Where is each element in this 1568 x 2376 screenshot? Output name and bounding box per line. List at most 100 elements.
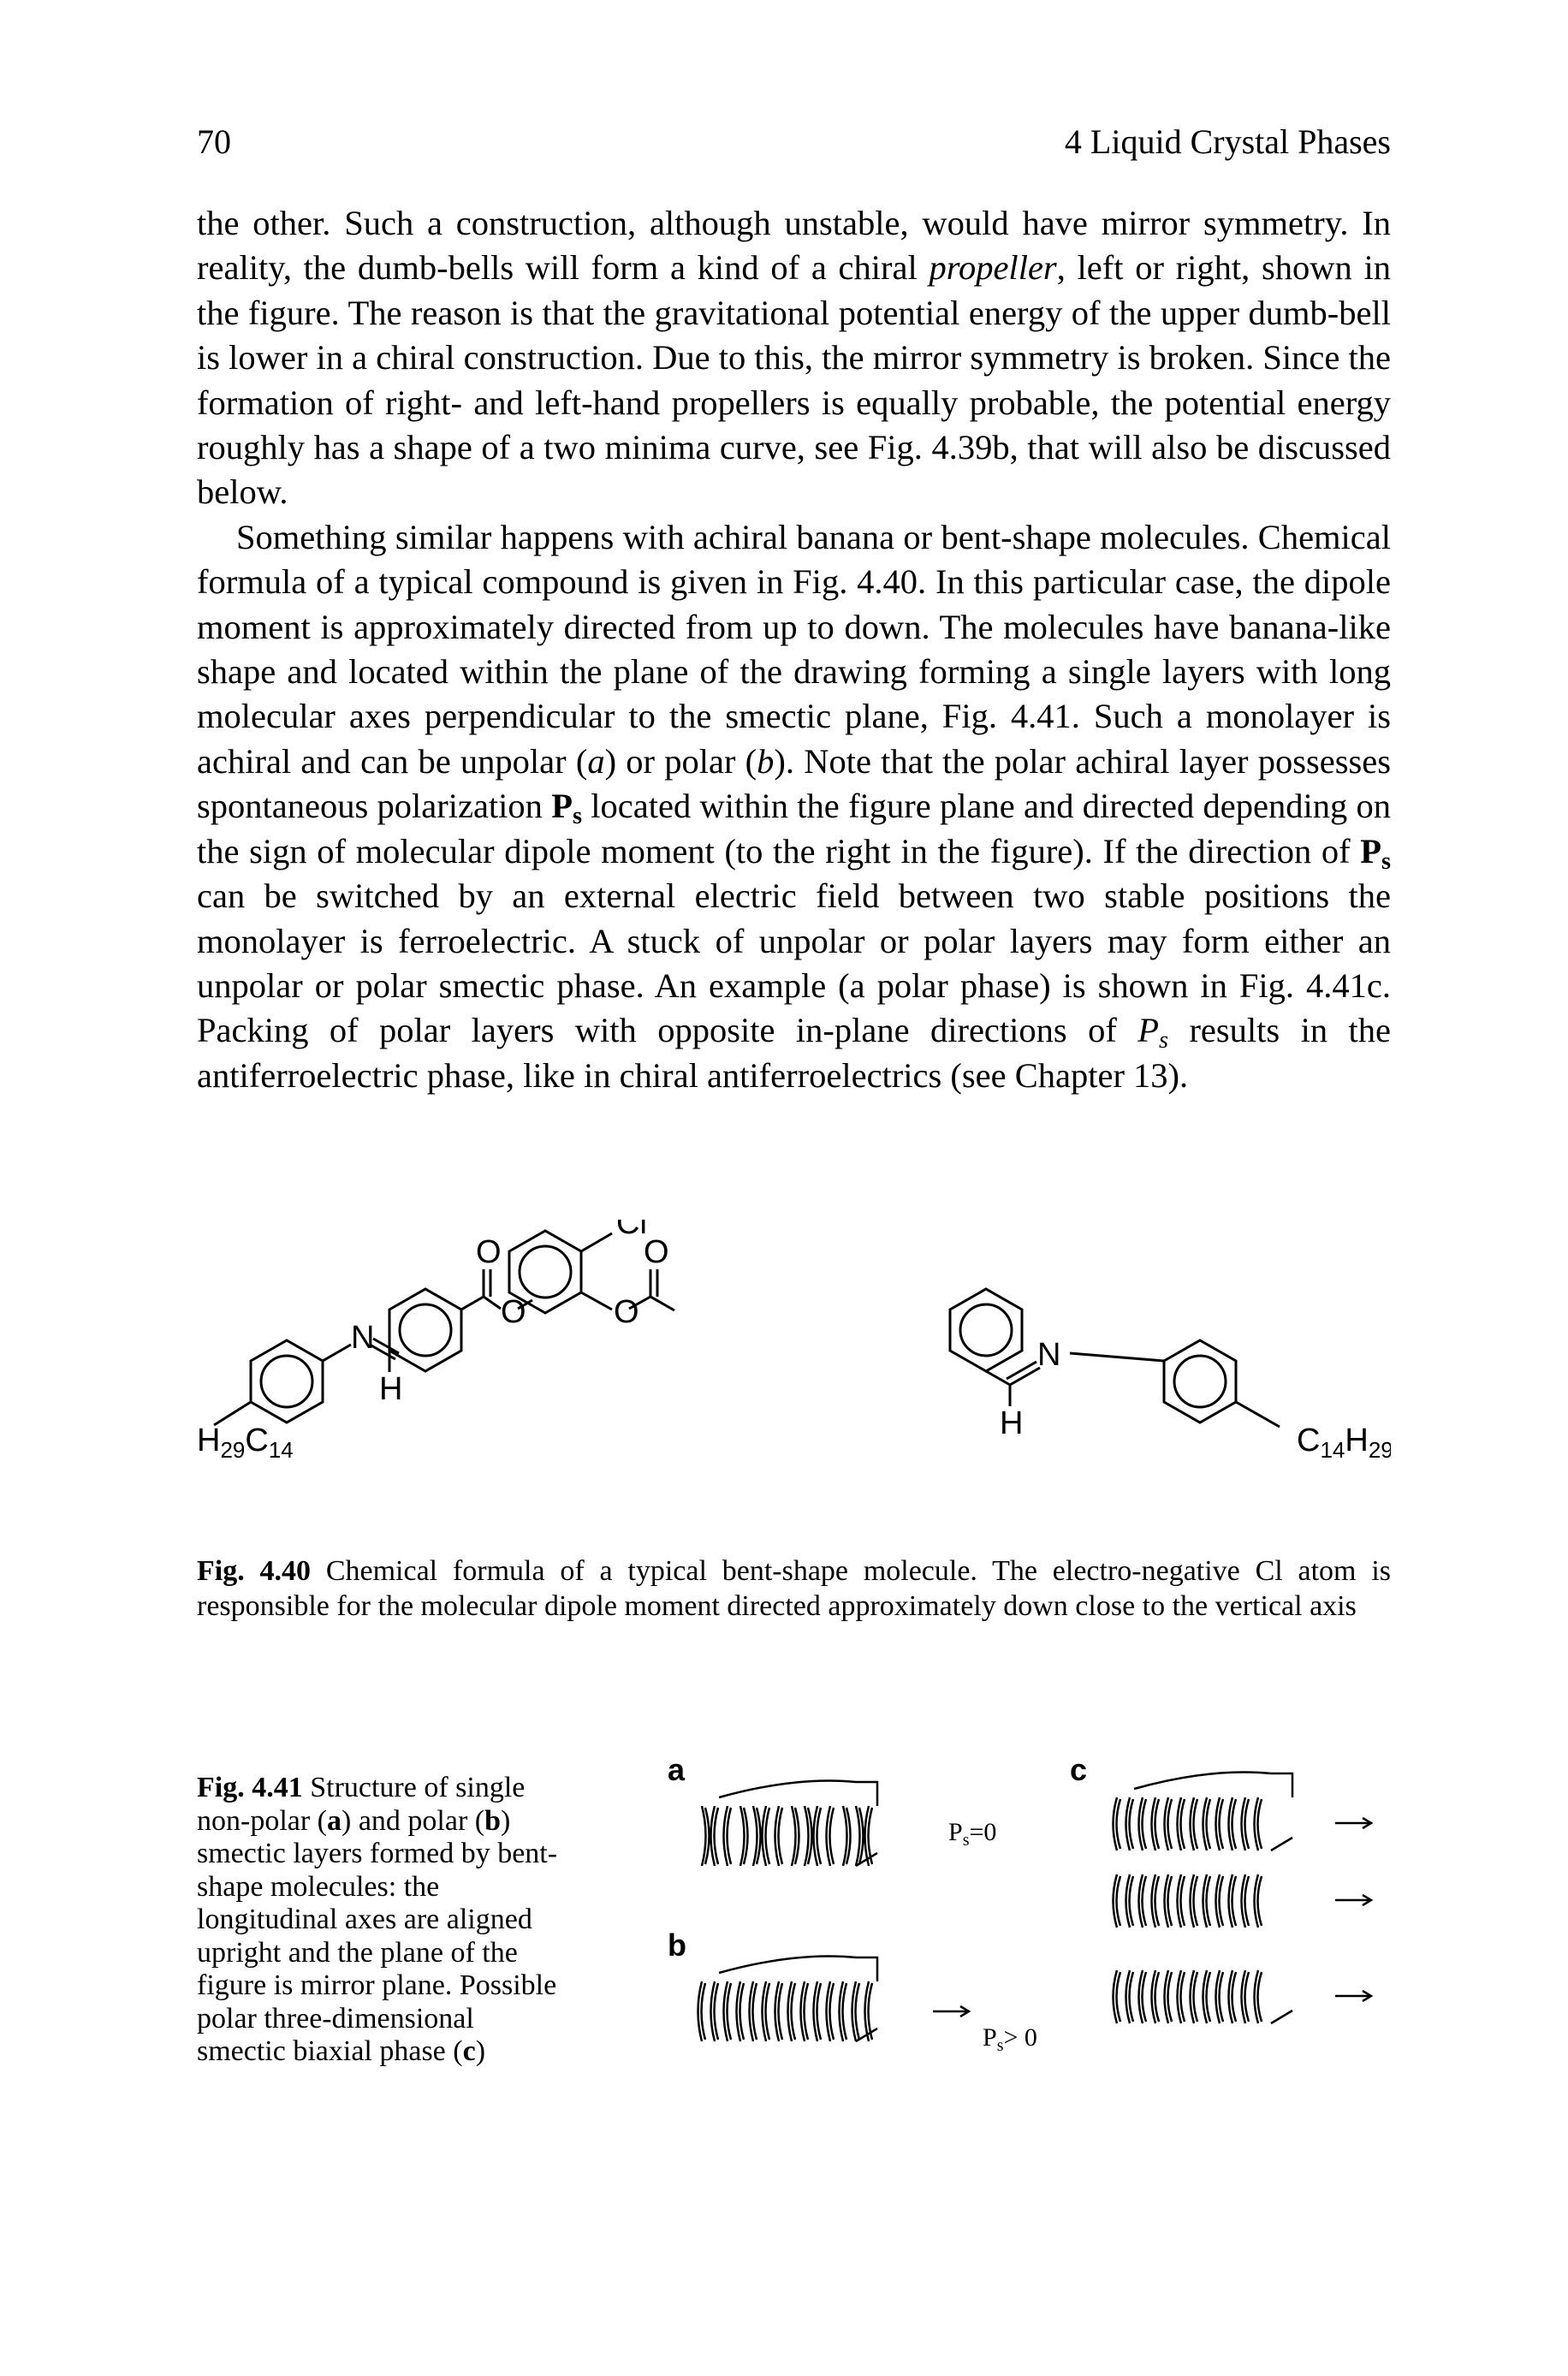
bent-molecule — [1215, 1969, 1225, 2024]
bent-molecule — [1227, 1969, 1238, 2024]
ps-symbol-italic: Ps — [1137, 1011, 1169, 1054]
bent-molecule — [1176, 1874, 1186, 1928]
layer-edge — [855, 1851, 878, 1868]
layer-plane-outline — [1133, 1771, 1294, 1797]
layer-c-stack — [1112, 1771, 1374, 2025]
bent-molecule — [825, 1981, 835, 2042]
bent-molecule — [774, 1981, 784, 2042]
polarization-arrow-b-head — [959, 2005, 971, 2018]
molecule-diagram: Cl O O O O N N H H H29C14 C14H29 — [197, 1205, 1393, 1463]
bent-molecule — [1253, 1969, 1263, 2024]
panel-label-c: c — [1070, 1752, 1087, 1787]
bent-molecule — [1240, 1969, 1250, 2024]
page-header: 70 4 Liquid Crystal Phases — [197, 122, 1391, 164]
running-head: 4 Liquid Crystal Phases — [1064, 122, 1391, 161]
bent-molecule — [1227, 1874, 1238, 1928]
bent-molecule — [1176, 1969, 1186, 2024]
cl-atom: Cl — [616, 1220, 647, 1241]
bond-ring4-ch — [985, 1369, 1011, 1387]
bent-molecule — [1137, 1874, 1148, 1928]
bent-molecule — [1189, 1874, 1199, 1928]
carbonyl-o-left: O — [476, 1234, 502, 1270]
bent-molecule — [1253, 1797, 1263, 1851]
imine-n-right: N — [1037, 1337, 1060, 1373]
bond-ring2-carbonyl — [460, 1295, 484, 1311]
layer-edge — [1270, 2009, 1293, 2025]
bent-molecule — [1150, 1874, 1161, 1928]
polarization-arrow-c2-head — [1362, 1893, 1374, 1907]
paragraph-2: Something similar happens with achiral b… — [197, 517, 1392, 1095]
layer-c3 — [1112, 1969, 1293, 2025]
bent-molecule — [1215, 1797, 1225, 1851]
bent-molecule — [1112, 1969, 1122, 2024]
bent-molecule — [1150, 1969, 1161, 2024]
bent-molecule — [812, 1805, 823, 1867]
bent-molecule — [774, 1805, 784, 1867]
layer-edge — [1270, 1836, 1293, 1852]
bent-molecule — [751, 1805, 762, 1867]
bent-molecule — [825, 1805, 835, 1867]
bent-molecule — [761, 1981, 771, 2042]
cl-bond — [580, 1232, 613, 1253]
alkyl-chain-left: H29C14 — [197, 1423, 294, 1463]
figure-caption-4-40: Fig. 4.40 Chemical formula of a typical … — [197, 1555, 1391, 1622]
alkyl-bond-right — [1235, 1400, 1280, 1429]
paragraph-1: the other. Such a construction, although… — [197, 204, 1391, 512]
bent-molecule — [697, 1981, 707, 2042]
bent-molecule — [722, 1805, 733, 1867]
bent-molecule — [1202, 1797, 1212, 1851]
bent-molecule — [735, 1981, 745, 2042]
bent-molecule — [1189, 1969, 1199, 2024]
layer-plane-outline — [718, 1779, 879, 1806]
bent-molecule — [700, 1805, 710, 1867]
figure-label: Fig. 4.40 — [197, 1555, 312, 1587]
page-number: 70 — [197, 122, 231, 161]
ester-o-right: O — [614, 1294, 639, 1330]
ester-bond-right — [580, 1291, 613, 1311]
carbonyl-o-right: O — [644, 1234, 669, 1270]
imine-n-left: N — [351, 1320, 374, 1356]
polarization-arrow-c1-head — [1362, 1816, 1374, 1830]
imine-h-right: H — [1000, 1405, 1023, 1441]
panel-label-b: b — [668, 1928, 686, 1963]
bent-molecule — [787, 1981, 797, 2042]
bent-molecule — [722, 1981, 733, 2042]
bent-molecule — [1163, 1969, 1173, 2024]
bent-molecule — [1202, 1874, 1212, 1928]
bent-molecule — [1189, 1797, 1199, 1851]
layer-b-polar — [697, 1955, 971, 2043]
bond-n-ring5 — [1069, 1351, 1165, 1363]
bent-molecule — [799, 1981, 810, 2042]
bent-molecule — [1227, 1797, 1238, 1851]
bent-molecule — [864, 1805, 874, 1867]
imine-double-bond-right — [1009, 1366, 1041, 1387]
benzene-ring-4 — [948, 1287, 1024, 1373]
bent-molecule — [1150, 1797, 1161, 1851]
bent-molecule — [1253, 1874, 1263, 1928]
bent-molecule — [1112, 1874, 1122, 1928]
bent-molecule — [1240, 1874, 1250, 1928]
layer-edge — [855, 2027, 878, 2043]
bent-molecule — [1202, 1969, 1212, 2024]
svg-text:H29C14: H29C14 — [197, 1423, 294, 1463]
alkyl-bond-left — [213, 1400, 252, 1427]
figure-label: Fig. 4.41 — [197, 1772, 303, 1803]
bent-molecule — [761, 1805, 771, 1867]
bent-molecule — [1125, 1797, 1135, 1851]
imine-h-left: H — [379, 1371, 402, 1407]
bent-molecule — [841, 1805, 852, 1867]
smectic-layers-diagram: a b c Ps=0 Ps> 0 — [668, 1752, 1374, 2055]
smectic-layers-figure: a b c Ps=0 Ps> 0 — [650, 1746, 1404, 2114]
bent-molecule — [1112, 1797, 1122, 1851]
ps-symbol: Ps — [1360, 831, 1391, 875]
bent-molecule — [854, 1805, 864, 1867]
ester-o-left: O — [501, 1294, 526, 1330]
bent-molecule — [864, 1981, 874, 2042]
benzene-ring-5 — [1162, 1339, 1238, 1424]
bent-molecule — [790, 1805, 800, 1867]
bent-molecule — [1125, 1969, 1135, 2024]
figure-caption-4-41: Fig. 4.41 Structure of single non-polar … — [197, 1772, 558, 2067]
ps-positive-label: Ps> 0 — [983, 2023, 1037, 2055]
panel-label-a: a — [668, 1752, 686, 1787]
ester-bond-left — [483, 1295, 502, 1310]
